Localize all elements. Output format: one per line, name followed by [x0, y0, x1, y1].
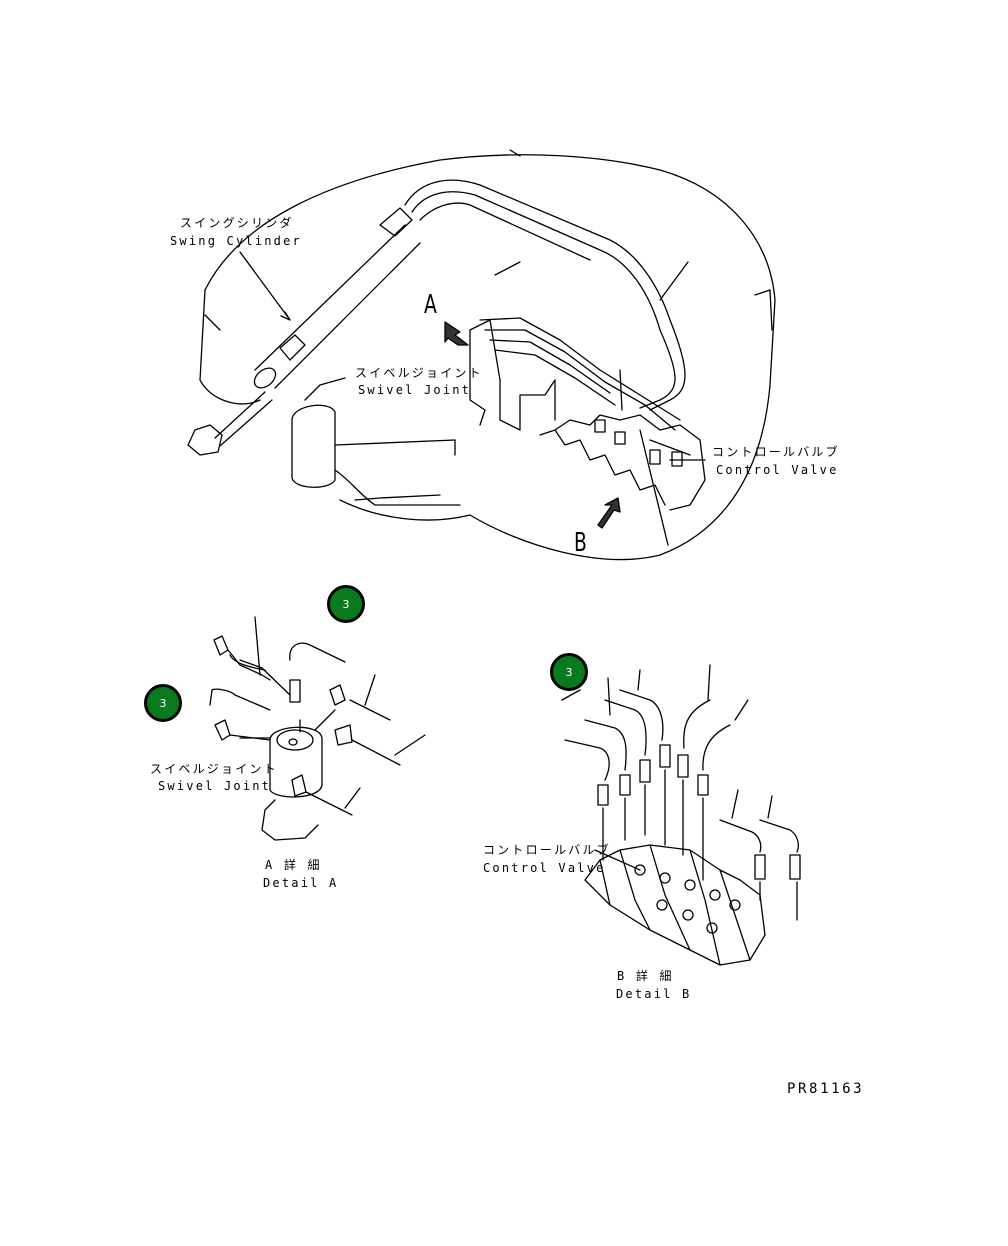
swing-cylinder-drawing — [187, 179, 689, 456]
drawing-number: PR81163 — [787, 1081, 865, 1097]
detail-a-title-jp: A 詳 細 — [265, 858, 322, 872]
detail-b-title-jp: B 詳 細 — [617, 969, 674, 983]
swing-cylinder-label-jp: スイングシリンダ — [180, 216, 294, 230]
control-valve-label-jp: コントロールバルブ — [712, 445, 840, 459]
swivel-joint-label-en: Swivel Joint — [358, 383, 472, 397]
part-callout-3[interactable]: 3 — [550, 653, 588, 691]
detail-a-drawing — [209, 616, 426, 841]
part-callout-3[interactable]: 3 — [327, 585, 365, 623]
swivel-joint-label-jp: スイベルジョイント — [355, 366, 483, 380]
detail-a-swivel-label-en: Swivel Joint — [158, 779, 272, 793]
detail-b-drawing — [561, 664, 801, 966]
part-callout-3[interactable]: 3 — [144, 684, 182, 722]
leader-lines-upper — [239, 251, 706, 461]
control-valve-drawing — [469, 317, 706, 546]
view-a-label: A — [424, 290, 437, 320]
control-valve-label-en: Control Valve — [716, 463, 839, 477]
swing-cylinder-label-en: Swing Cylinder — [170, 234, 302, 248]
view-arrow-a — [444, 321, 469, 346]
swivel-joint-drawing — [291, 377, 461, 506]
detail-a-title-en: Detail A — [263, 876, 339, 890]
view-b-label: B — [574, 528, 587, 558]
detail-b-title-en: Detail B — [616, 987, 692, 1001]
detail-b-cv-label-jp: コントロールバルブ — [483, 843, 611, 857]
detail-b-cv-label-en: Control Valve — [483, 861, 606, 875]
view-arrow-b — [597, 497, 621, 529]
detail-a-swivel-label-jp: スイベルジョイント — [150, 762, 278, 776]
